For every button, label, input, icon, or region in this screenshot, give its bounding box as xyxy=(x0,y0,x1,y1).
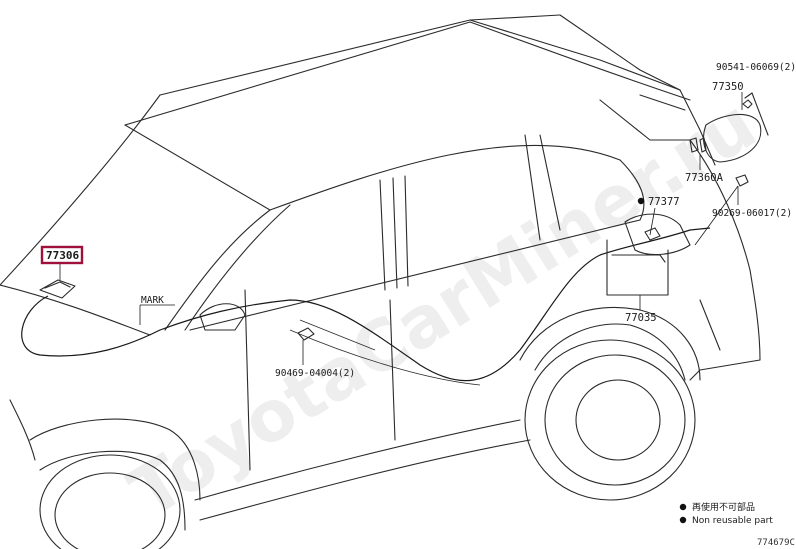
watermark: ToyotaCarMiner.ru xyxy=(116,83,771,534)
part-label-90269: 90269-06017(2) xyxy=(712,208,792,219)
diagram-reference-code: 774679C xyxy=(757,538,795,548)
fuel-filler-opening-box xyxy=(606,213,691,310)
legend-dot-1 xyxy=(679,503,687,511)
screw-90541 xyxy=(742,99,753,109)
legend: 再使用不可部品 Non reusable part xyxy=(679,501,773,526)
mark-leader xyxy=(139,304,175,325)
part-label-77035: 77035 xyxy=(625,312,657,324)
fuel-lid-opener-switch xyxy=(39,263,76,299)
part-77306-highlight[interactable] xyxy=(40,245,84,265)
legend-dot-2 xyxy=(679,516,687,524)
hinge-77360a xyxy=(689,137,699,153)
lid-spring xyxy=(644,227,661,241)
part-label-77350: 77350 xyxy=(712,81,744,93)
legend-line-2: Non reusable part xyxy=(692,516,773,526)
part-label-77377: 77377 xyxy=(648,196,680,208)
part-label-77306[interactable]: 77306 xyxy=(46,249,79,262)
non-reusable-dot-77377 xyxy=(637,197,645,205)
clip-90269 xyxy=(735,174,749,187)
part-label-90469: 90469-04004(2) xyxy=(275,368,355,379)
vehicle-body-outline xyxy=(0,14,761,549)
hinge-77360a-screw xyxy=(699,137,707,153)
part-label-77360a: 77360A xyxy=(685,172,724,184)
mark-label: MARK xyxy=(141,295,164,306)
fuel-lid-opener-cable xyxy=(21,229,691,382)
legend-line-1: 再使用不可部品 xyxy=(692,501,755,513)
clamp-90469 xyxy=(297,327,315,365)
part-label-90541: 90541-06069(2) xyxy=(716,62,796,73)
